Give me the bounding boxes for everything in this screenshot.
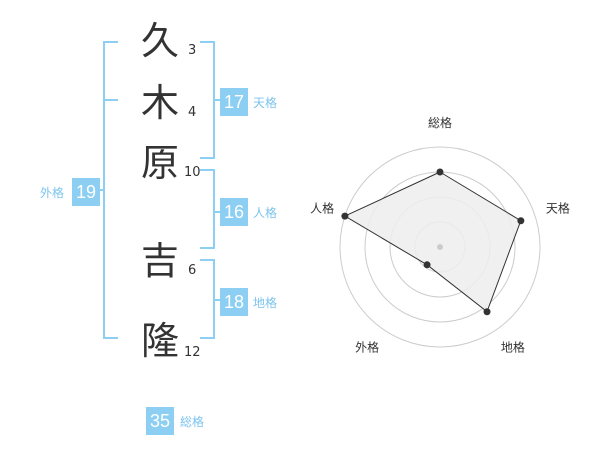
radar-axis-label-0: 総格 — [428, 115, 452, 130]
radar-ring-4 — [339, 146, 541, 348]
soukaku-badge: 35 — [146, 407, 174, 435]
radar-center-dot — [437, 244, 443, 250]
gaikaku-label: 外格 — [40, 186, 65, 200]
chikaku-badge: 18 — [220, 288, 248, 316]
name-char-3: 原 — [140, 141, 179, 185]
radar-axis-label-4: 人格 — [310, 201, 334, 216]
name-char-2-strokes: 4 — [188, 105, 197, 120]
name-char-5-strokes: 12 — [184, 345, 201, 360]
gaikaku-badge: 19 — [72, 178, 100, 206]
radar-point-4 — [341, 212, 349, 220]
tenkaku-label: 天格 — [253, 96, 278, 110]
radar-series-polygon — [343, 171, 522, 313]
name-char-4: 吉 — [140, 239, 179, 283]
name-char-2: 木 — [140, 81, 179, 125]
radar-point-2 — [483, 308, 491, 316]
name-char-1-strokes: 3 — [188, 43, 197, 58]
jinkaku-label: 人格 — [253, 206, 278, 220]
name-char-3-strokes: 10 — [184, 165, 201, 180]
tenkaku-badge: 17 — [220, 88, 248, 116]
name-char-4-strokes: 6 — [188, 263, 197, 278]
name-char-5: 隆 — [140, 319, 179, 363]
jinkaku-badge: 16 — [220, 198, 248, 226]
radar-axis-label-2: 地格 — [501, 339, 525, 354]
radar-points — [341, 168, 525, 316]
radar-point-3 — [423, 261, 431, 269]
radar-axis-label-1: 天格 — [546, 201, 570, 216]
radar-point-0 — [436, 168, 444, 176]
chikaku-label: 地格 — [253, 296, 278, 310]
name-char-1: 久 — [140, 19, 179, 63]
radar-axis-label-3: 外格 — [355, 339, 379, 354]
radar-point-1 — [517, 217, 525, 225]
soukaku-label: 総格 — [180, 415, 205, 429]
